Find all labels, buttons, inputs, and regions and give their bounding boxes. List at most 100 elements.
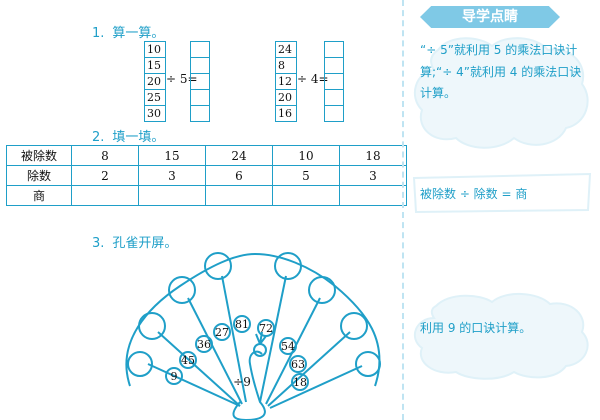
answer-cell[interactable]	[138, 185, 206, 206]
table-cell: 5	[272, 165, 340, 186]
answer-cell[interactable]	[191, 90, 209, 106]
tip-text-3: 利用 9 的口诀计算。	[420, 321, 532, 335]
answer-cell[interactable]	[272, 185, 340, 206]
answer-cell[interactable]	[205, 185, 273, 206]
feather-number: 54	[281, 340, 295, 353]
table-cell: 6	[205, 165, 273, 186]
feather-line	[157, 331, 241, 407]
dividend-column-right: 24 8 12 20 16	[275, 41, 297, 122]
feather-number: 18	[293, 376, 307, 389]
feather-number: 9	[171, 370, 178, 383]
feather-number: 45	[181, 354, 195, 367]
feather-number: 81	[235, 318, 249, 331]
dividend-cell: 24	[276, 42, 296, 58]
table-cell: 24	[205, 145, 273, 166]
feather-number-circle	[233, 315, 251, 333]
division-table: 被除数 8 15 24 10 18 除数 2 3 6 5 3 商	[6, 145, 407, 206]
answer-cell[interactable]	[325, 106, 343, 121]
answer-cell[interactable]	[325, 58, 343, 74]
row-header: 被除数	[6, 145, 72, 166]
table-row: 商	[6, 185, 407, 206]
feather-number-circle	[289, 355, 307, 373]
dividend-cell: 20	[145, 74, 165, 90]
feather-eye	[138, 312, 166, 340]
row-header: 商	[6, 185, 72, 206]
table-cell: 3	[339, 165, 407, 186]
operator-label: ÷ 4=	[297, 72, 329, 86]
question-number: 1.	[92, 26, 105, 41]
feather-eye	[204, 252, 232, 280]
answer-cell[interactable]	[191, 74, 209, 90]
feather-eye	[355, 351, 381, 377]
feather-line	[267, 331, 351, 407]
sidebar-title-badge: 导学点睛	[420, 6, 560, 28]
feather-eye	[274, 252, 302, 280]
dividend-cell: 10	[145, 42, 165, 58]
row-header: 除数	[6, 165, 72, 186]
feather-number: 72	[259, 322, 273, 335]
feather-number: 63	[291, 358, 305, 371]
question-3-heading: 3. 孔雀开屏。	[92, 232, 177, 251]
feather-line	[221, 275, 247, 403]
question-title: 孔雀开屏。	[112, 236, 178, 251]
dividend-cell: 15	[145, 58, 165, 74]
answer-cell[interactable]	[191, 42, 209, 58]
table-cell: 2	[71, 165, 139, 186]
answer-cell[interactable]	[191, 58, 209, 74]
peacock-crest	[255, 331, 267, 345]
tip-box-2	[412, 172, 592, 214]
feather-number-circle	[165, 367, 183, 385]
table-cell: 15	[138, 145, 206, 166]
feather-line	[259, 275, 287, 403]
feather-eye	[340, 312, 368, 340]
table-cell: 18	[339, 145, 407, 166]
table-cell: 3	[138, 165, 206, 186]
feather-number-circle	[213, 323, 231, 341]
tip-text-2: 被除数 ÷ 除数 = 商	[420, 187, 528, 201]
feather-number-circle	[291, 373, 309, 391]
operator-label: ÷ 5=	[166, 72, 198, 86]
feather-eye	[168, 276, 196, 304]
answer-column-left[interactable]	[190, 41, 210, 122]
cloud-tip-3	[413, 292, 589, 380]
feather-line	[147, 363, 241, 407]
peacock-center-label: ÷9	[233, 375, 251, 389]
table-cell: 8	[71, 145, 139, 166]
feather-eye	[308, 276, 336, 304]
feather-line	[187, 297, 243, 405]
answer-column-right[interactable]	[324, 41, 344, 122]
dividend-cell: 12	[276, 74, 296, 90]
table-cell: 10	[272, 145, 340, 166]
dividend-cell: 30	[147, 107, 161, 120]
peacock-body	[232, 350, 266, 420]
dividend-cell: 25	[145, 90, 165, 106]
feather-number-circle	[195, 335, 213, 353]
feather-number-circle	[279, 337, 297, 355]
answer-cell[interactable]	[71, 185, 139, 206]
dividend-column-left: 10 15 20 25 30	[144, 41, 166, 122]
answer-cell[interactable]	[339, 185, 407, 206]
table-row: 被除数 8 15 24 10 18	[6, 145, 407, 166]
answer-cell[interactable]	[191, 106, 209, 121]
question-title: 填一填。	[112, 130, 165, 145]
answer-cell[interactable]	[325, 90, 343, 106]
feather-eye	[127, 351, 153, 377]
cloud-tip-1	[413, 37, 589, 149]
answer-cell[interactable]	[325, 42, 343, 58]
table-row: 除数 2 3 6 5 3	[6, 165, 407, 186]
answer-cell[interactable]	[325, 74, 343, 90]
question-number: 3.	[92, 236, 105, 251]
dividend-cell: 8	[276, 58, 296, 74]
question-1-heading: 1. 算一算。	[92, 22, 164, 41]
feather-line	[269, 365, 363, 409]
question-title: 算一算。	[112, 26, 165, 41]
peacock-diagram: 9 45 36 27 81 72 54 63 18 ÷9	[125, 252, 381, 420]
question-2-heading: 2.填一填。	[92, 126, 164, 145]
tip-text-1: “÷ 5”就利用 5 的乘法口诀计算;“÷ 4”就利用 4 的乘法口诀计算。	[420, 43, 582, 101]
dividend-cell: 20	[276, 90, 296, 106]
peacock-head	[253, 343, 267, 357]
feather-number-circle	[179, 351, 197, 369]
feather-number: 27	[215, 326, 229, 339]
dividend-cell: 16	[278, 107, 292, 120]
sidebar	[402, 0, 600, 420]
